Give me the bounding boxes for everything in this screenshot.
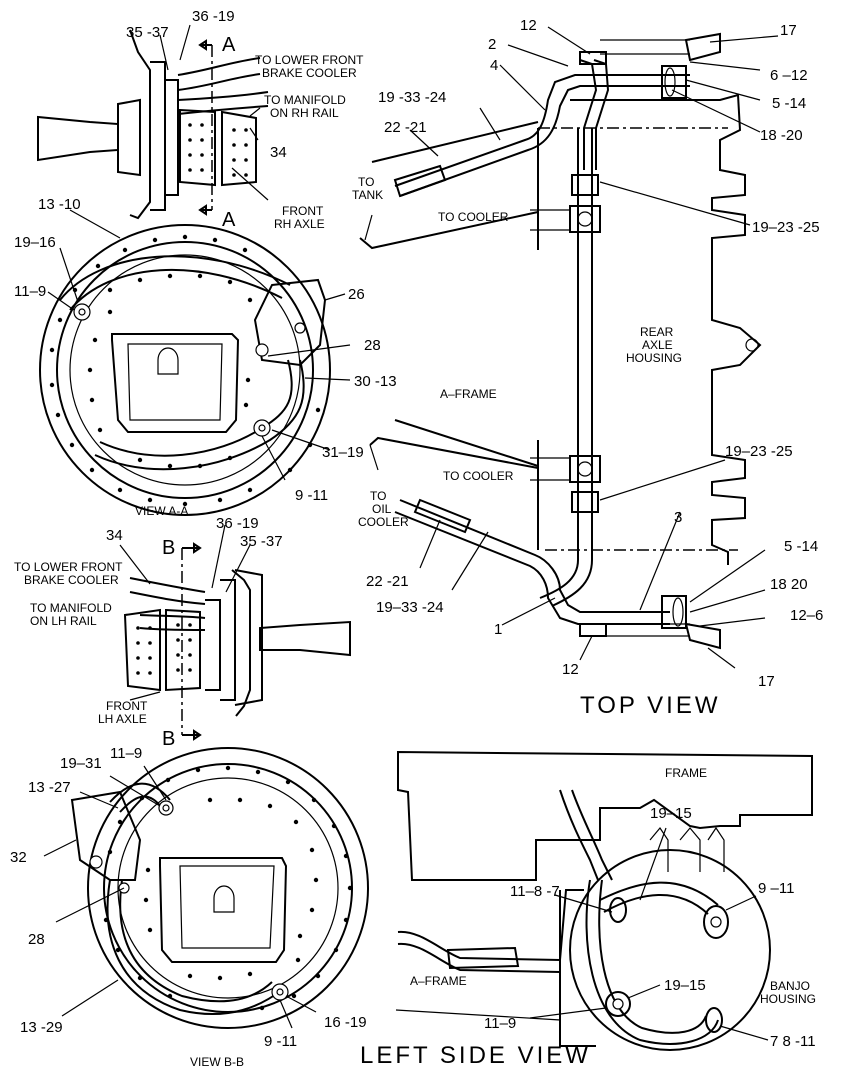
note-front-lh-axle-1: FRONT (106, 699, 148, 713)
callout-30-13: 30 -13 (354, 373, 397, 390)
callout-32: 32 (10, 849, 27, 866)
callout-22-21-top: 22 -21 (384, 119, 427, 136)
callout-18-20-bot: 18 20 (770, 576, 808, 593)
callout-17-bot: 17 (758, 673, 775, 690)
section-b-view (119, 524, 351, 741)
callout-26: 26 (348, 286, 365, 303)
callout-11-9-b: 11–9 (110, 745, 142, 762)
callout-13-27: 13 -27 (28, 779, 71, 796)
callout-19-33-24-bot: 19–33 -24 (376, 599, 444, 616)
top-view-title: TOP VIEW (580, 692, 720, 719)
note-rh-manifold-2: ON RH RAIL (270, 106, 339, 120)
callout-11-8-7: 11–8 -7 (510, 883, 560, 900)
section-mark-a-bottom: A (222, 209, 236, 231)
callout-22-21-bot: 22 -21 (366, 573, 409, 590)
callout-19-15-bot: 19–15 (664, 977, 706, 994)
note-rh-brake-cooler-1: TO LOWER FRONT (255, 53, 364, 67)
callout-3: 3 (674, 509, 682, 526)
callout-19-33-24-top: 19 -33 -24 (378, 89, 446, 106)
note-rear-axle-housing-3: HOUSING (626, 351, 682, 365)
callout-19-16: 19–16 (14, 234, 56, 251)
note-to-cooler-upper: TO COOLER (438, 210, 509, 224)
callout-13-10: 13 -10 (38, 196, 81, 213)
callout-31-19: 31–19 (322, 444, 364, 461)
note-to-oil-cooler-3: COOLER (358, 515, 409, 529)
view-a-a-title: VIEW A-A (135, 504, 188, 518)
note-frame: FRAME (665, 766, 707, 780)
section-mark-b-bottom: B (162, 728, 175, 750)
section-mark-a-top: A (222, 34, 236, 56)
section-mark-b-top: B (162, 537, 175, 559)
callout-16-19: 16 -19 (324, 1014, 367, 1031)
callout-1: 1 (494, 621, 502, 638)
callout-13-29: 13 -29 (20, 1019, 63, 1036)
callout-11-9-side: 11–9 (484, 1015, 516, 1032)
callout-35-37-b: 35 -37 (240, 533, 283, 550)
note-front-rh-axle-1: FRONT (282, 204, 324, 218)
callout-5-14-bot: 5 -14 (784, 538, 818, 555)
callout-5-14-top: 5 -14 (772, 95, 806, 112)
callout-28-a: 28 (364, 337, 381, 354)
view-b-b-disc (43, 747, 369, 1029)
top-view (359, 26, 779, 669)
callout-35-37-a: 35 -37 (126, 24, 169, 41)
callout-36-19-a: 36 -19 (192, 8, 235, 25)
callout-9-11-a: 9 -11 (295, 487, 328, 504)
callout-11-9-a: 11–9 (14, 283, 46, 300)
callout-19-31: 19–31 (60, 755, 102, 772)
callout-12-top: 12 (520, 17, 537, 34)
section-a-view (37, 24, 269, 220)
note-a-frame-side: A–FRAME (410, 974, 467, 988)
callout-36-19-b: 36 -19 (216, 515, 259, 532)
note-banjo-housing-2: HOUSING (760, 992, 816, 1006)
callout-28-b: 28 (28, 931, 45, 948)
callout-4: 4 (490, 57, 498, 74)
note-rh-brake-cooler-2: BRAKE COOLER (262, 66, 357, 80)
left-side-view-title: LEFT SIDE VIEW (360, 1042, 591, 1069)
note-to-oil-cooler-2: OIL (372, 502, 392, 516)
note-rear-axle-housing-2: AXLE (642, 338, 673, 352)
note-rear-axle-housing-1: REAR (640, 325, 674, 339)
callout-19-23-25-top: 19–23 -25 (752, 219, 820, 236)
note-lh-manifold-1: TO MANIFOLD (30, 601, 112, 615)
note-to-oil-cooler-1: TO (370, 489, 386, 503)
callout-19-15-top: 19–15 (650, 805, 692, 822)
callout-9-11-b: 9 -11 (264, 1033, 297, 1050)
callout-7-8-11: 7 8 -11 (770, 1033, 816, 1050)
note-lh-brake-cooler-1: TO LOWER FRONT (14, 560, 123, 574)
callout-12-6: 12–6 (790, 607, 823, 624)
note-lh-manifold-2: ON LH RAIL (30, 614, 97, 628)
note-front-rh-axle-2: RH AXLE (274, 217, 325, 231)
callout-19-23-25-bot: 19–23 -25 (725, 443, 793, 460)
callout-12-bot: 12 (562, 661, 579, 678)
note-lh-brake-cooler-2: BRAKE COOLER (24, 573, 119, 587)
callout-34-a: 34 (270, 144, 287, 161)
note-a-frame-top: A–FRAME (440, 387, 497, 401)
callout-6-12: 6 –12 (770, 67, 808, 84)
note-to-tank-1: TO (358, 175, 374, 189)
callout-17-top: 17 (780, 22, 797, 39)
note-banjo-housing-1: BANJO (770, 979, 810, 993)
callout-18-20-top: 18 -20 (760, 127, 803, 144)
note-rh-manifold-1: TO MANIFOLD (264, 93, 346, 107)
note-to-tank-2: TANK (352, 188, 383, 202)
callout-34-b: 34 (106, 527, 123, 544)
note-to-cooler-lower: TO COOLER (443, 469, 514, 483)
note-front-lh-axle-2: LH AXLE (98, 712, 147, 726)
callout-9-11-side: 9 –11 (758, 880, 794, 897)
left-side-view (395, 750, 813, 1051)
callout-2: 2 (488, 36, 496, 53)
view-b-b-title: VIEW B-B (190, 1055, 244, 1069)
view-a-a-disc (39, 209, 351, 516)
